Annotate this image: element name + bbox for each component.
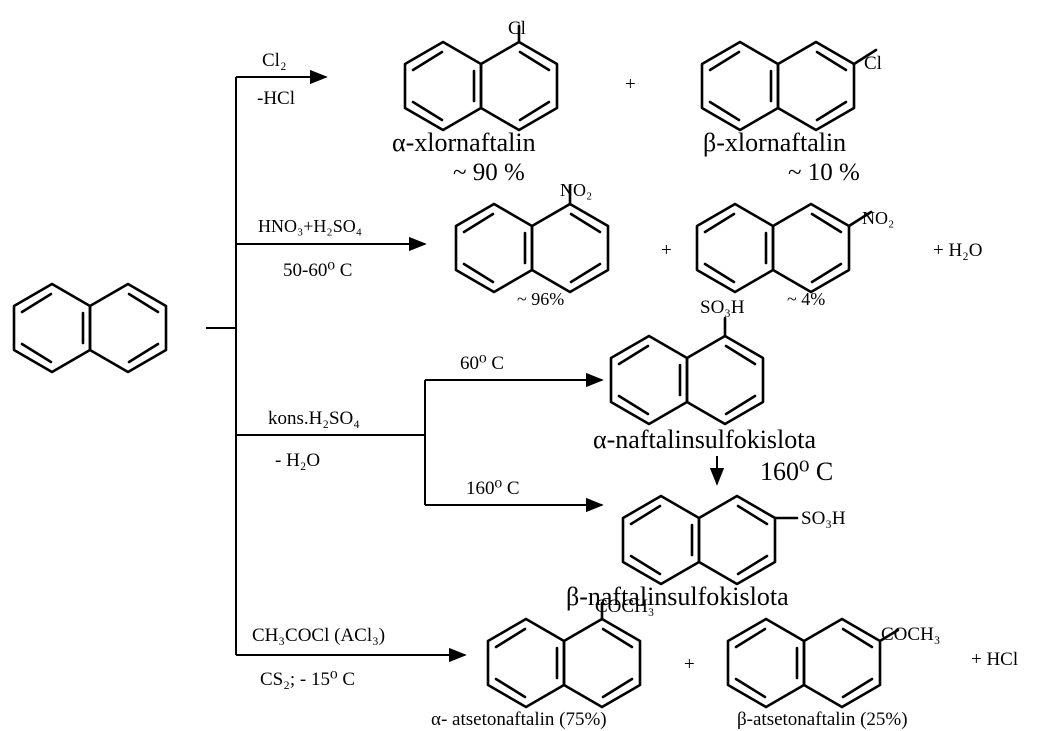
beta-chloronaphthalene-structure: [700, 40, 878, 132]
sulfonation-high-temp: 160⁰ C: [466, 478, 520, 499]
acylation-conditions: CS₂; - 15⁰ C: [260, 669, 355, 690]
beta-nitronaphthalene-yield: ~ 4%: [787, 289, 825, 309]
sulfonation-low-temp: 60⁰ C: [460, 353, 504, 374]
acylation-plus: +: [684, 654, 695, 675]
alpha-chloronaphthalene-yield: ~ 90 %: [453, 159, 525, 186]
chlorination-byproduct: -HCl: [257, 88, 295, 109]
beta-nitronaphthalene-structure: [695, 202, 873, 294]
alpha-acetylnaphthalene-structure: [486, 601, 642, 709]
sulfonation-byproduct: - H₂O: [275, 450, 320, 471]
alpha-naphthalenesulfonic-acid-structure: [609, 316, 765, 426]
beta-sulfo-substituent: SO₃H: [801, 508, 846, 529]
alpha-sulfo-substituent: SO₃H: [700, 297, 745, 318]
alpha-chloronaphthalene-structure: [403, 24, 559, 132]
alpha-chloro-substituent: Cl: [508, 18, 526, 39]
chlorination-plus: +: [625, 74, 636, 95]
alpha-acetyl-substituent: COCH₃: [595, 596, 654, 617]
naphthalene-reactant: [12, 282, 168, 374]
alpha-chloronaphthalene-name: α-xlornaftalin: [392, 128, 536, 157]
beta-acetylnaphthalene-name: β-atsetonaftalin (25%): [737, 709, 908, 730]
beta-chloronaphthalene-name: β-xlornaftalin: [703, 128, 846, 157]
alpha-nitro-substituent: NO₂: [560, 180, 592, 200]
alpha-naphthalenesulfonic-acid-name: α-naftalinsulfokislota: [593, 425, 816, 454]
beta-acetylnaphthalene-structure: [726, 617, 900, 709]
alpha-nitronaphthalene-yield: ~ 96%: [517, 289, 564, 309]
nitration-reagent: HNO₃+H₂SO₄: [258, 216, 362, 236]
beta-chloronaphthalene-yield: ~ 10 %: [788, 159, 860, 186]
sulfonation-reagent: kons.H₂SO₄: [268, 408, 360, 429]
acylation-hcl: + HCl: [971, 649, 1018, 670]
beta-nitro-substituent: NO₂: [862, 208, 894, 228]
beta-chloro-substituent: Cl: [864, 53, 882, 74]
alpha-nitronaphthalene-structure: [454, 184, 610, 294]
acylation-reagent: CH₃COCl (ACl₃): [252, 625, 385, 646]
beta-acetyl-substituent: COCH₃: [881, 624, 940, 645]
beta-naphthalenesulfonic-acid-structure: [621, 494, 799, 586]
nitration-water: + H₂O: [933, 240, 983, 261]
nitration-temperature: 50-60⁰ C: [283, 260, 352, 281]
nitration-plus: +: [661, 240, 672, 261]
alpha-acetylnaphthalene-name: α- atsetonaftalin (75%): [431, 709, 607, 730]
chlorination-reagent: Cl₂: [262, 50, 287, 71]
rearrangement-temperature: 160⁰ C: [760, 457, 833, 486]
